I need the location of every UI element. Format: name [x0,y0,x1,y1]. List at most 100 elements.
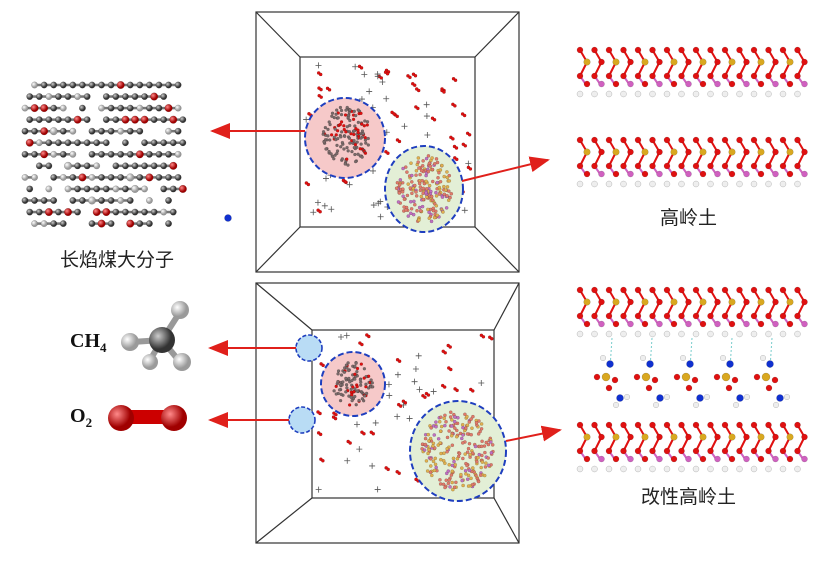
coal-atom [342,124,346,128]
hydrogen-atom [605,90,613,98]
hydrogen-atom [772,401,780,409]
coal-atom [126,104,134,112]
oxygen-atom [707,72,714,80]
coal-atom [352,129,356,133]
coal-atom [45,116,53,124]
oxygen-atom [583,80,591,88]
oxygen-region [288,406,316,434]
aluminum-atom [656,170,663,178]
coal-atom [93,139,101,147]
coal-atom [339,144,343,149]
clay-atom [459,436,464,441]
clay-atom [443,485,447,490]
clay-atom [474,459,479,464]
coal-atom [348,118,352,123]
coal-macromolecule-model [21,80,232,228]
coal-atom [339,135,343,139]
coal-atom [355,389,359,393]
hydrogen-atom [678,180,685,188]
hydrogen-atom [663,465,671,473]
coal-atom [344,363,349,367]
sulfur-atom [601,372,611,382]
ch4-molecule [394,413,401,420]
coal-atom [21,150,29,158]
coal-atom [339,108,344,113]
oxygen-atom [707,46,714,54]
silicon-atom [612,298,620,306]
oxygen-atom [593,373,601,381]
clay-atom [435,160,440,165]
coal-atom [160,116,168,124]
o2-molecule [359,66,364,70]
clay-atom [437,170,441,175]
nitrogen-atom [606,360,614,368]
coal-atom [165,173,173,181]
clay-atom [425,207,430,212]
oxygen-atom [753,373,761,381]
oxygen-atom [591,136,598,144]
oxygen-atom [591,72,598,80]
clay-atom [439,451,443,456]
coal-atom [63,161,73,170]
coal-atom [342,134,347,139]
coal-atom [353,364,357,368]
coal-atom [353,387,357,391]
clay-atom [409,173,414,178]
clay-atom [444,471,449,476]
oxygen-atom [670,455,678,463]
aluminum-atom [598,80,605,88]
clay-atom [444,419,448,424]
modified-kaolinite-label: 改性高岭土 [641,486,737,508]
oxygen-atom [598,58,605,66]
clay-atom [425,469,430,473]
kaolinite-model [576,46,808,188]
coal-atom [335,151,339,156]
oxygen-atom [731,376,739,384]
coal-atom [322,140,326,144]
coal-atom [50,173,58,181]
coal-atom [35,162,43,170]
o2-molecule [451,136,455,141]
oxygen-atom [649,312,656,320]
hydrogen-atom [649,90,656,98]
oxygen-atom [736,312,743,320]
oxygen-atom [605,46,613,54]
oxygen-atom [612,455,620,463]
clay-atom [458,431,463,436]
ch4-molecule [423,113,430,120]
coal-atom [126,127,134,135]
coal-atom [130,115,140,124]
coal-atom [347,129,352,134]
hydrogen-atom [576,180,584,188]
coal-atom [174,150,182,158]
coal-atom [31,197,39,204]
oxygen-atom [801,298,808,306]
modified-kaolinite-model [576,286,808,473]
ch4-molecule [361,71,368,78]
coal-atom [323,125,328,130]
o2-molecule [455,388,459,393]
o2-molecule [453,78,458,83]
coal-atom [179,139,187,147]
coal-atom [145,150,153,158]
coal-atom [160,208,168,216]
coal-atom [126,197,134,204]
coal-atom [339,120,344,124]
hydrogen-atom [605,330,613,338]
coal-atom [338,383,343,387]
clay-atom [450,443,455,448]
coal-atom [160,139,168,147]
silicon-atom [728,298,736,306]
coal-atom [346,368,351,373]
coal-atom [347,403,352,407]
coal-atom [117,173,125,181]
ch4-molecule [401,123,408,130]
coal-atom [69,127,77,135]
hydrogen-atom [612,401,620,409]
aluminum-atom [685,170,692,178]
coal-atom [324,147,328,151]
coal-atom [334,384,338,389]
oxygen-atom [627,148,634,156]
coal-atom [136,127,144,135]
coal-atom [169,115,178,124]
